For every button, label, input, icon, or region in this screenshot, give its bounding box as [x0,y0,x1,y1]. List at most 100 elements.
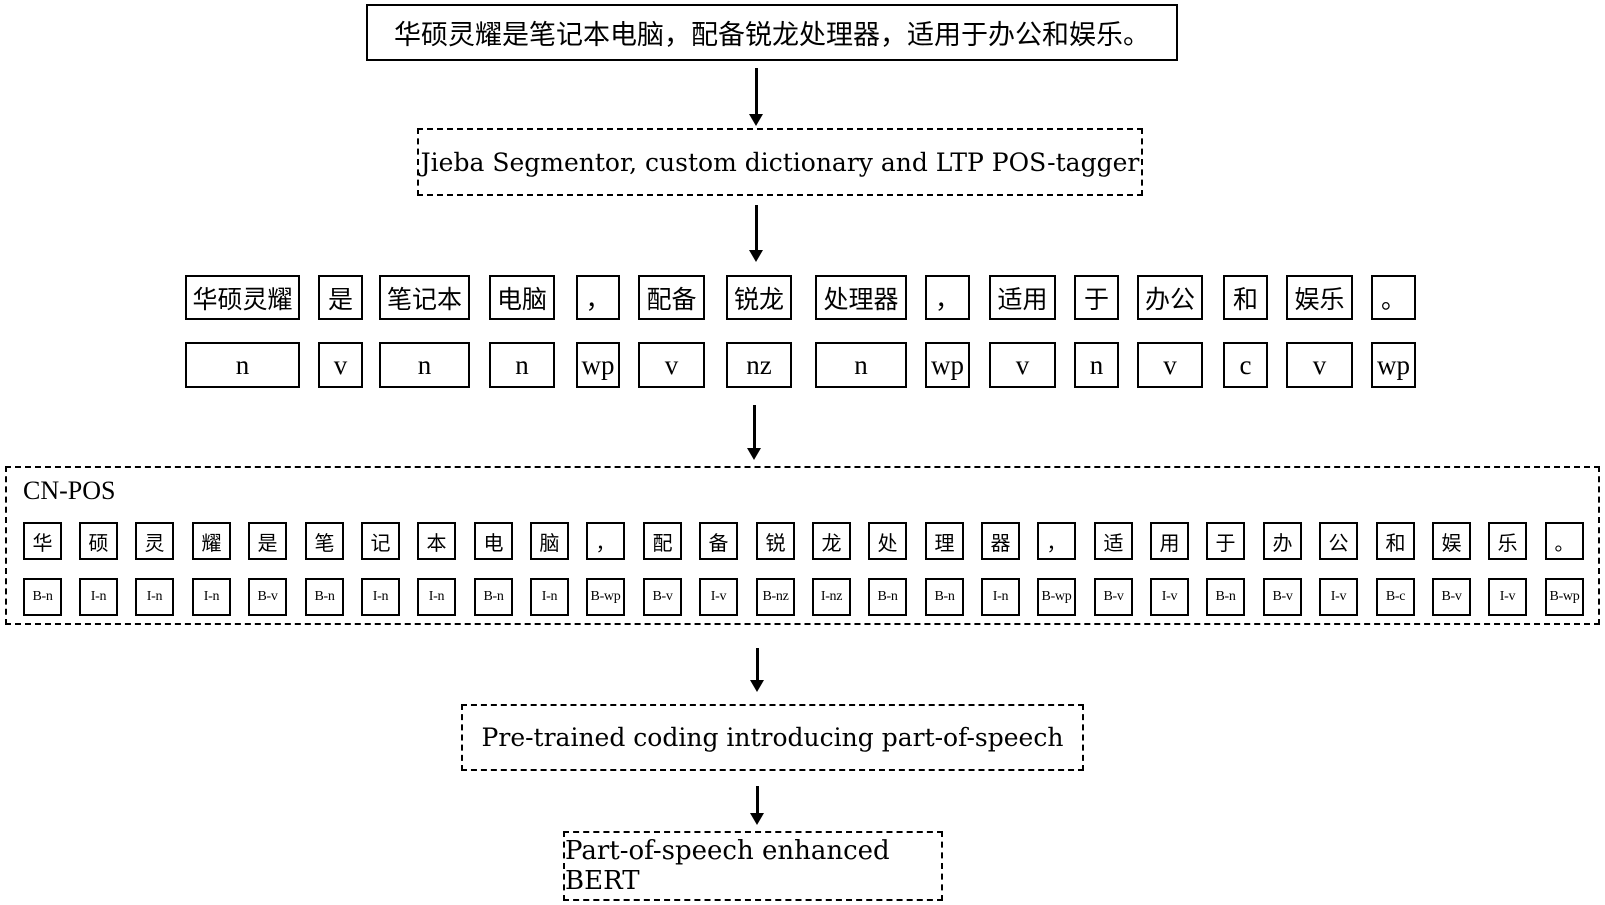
cnpos-title: CN-POS [23,476,116,505]
word-text: 配备 [646,284,697,314]
char-text: 适 [1103,530,1124,555]
bio-tag-text: B-v [652,589,673,604]
char-text: 乐 [1497,530,1518,555]
pos-tag-text: wp [931,349,964,380]
bio-tag-text: B-n [1215,589,1236,604]
word-text: 。 [1380,284,1406,314]
bio-tag-box: B-v [643,578,682,616]
pos-tag-text: v [1015,349,1030,380]
bio-tag-text: B-wp [590,589,621,604]
char-box: 笔 [305,522,344,560]
char-text: 脑 [539,530,560,555]
arrow-3 [753,405,756,450]
bio-tag-box: I-n [192,578,231,616]
bio-tag-text: B-v [257,589,278,604]
bio-tag-text: B-n [877,589,898,604]
char-box: 适 [1094,522,1133,560]
pos-tag-text: v [1163,349,1177,380]
bio-tag-box: I-n [361,578,400,616]
pos-tag-row: n v n n wp v nz n wp v n v c v wp [0,342,1605,389]
char-box: ， [1037,522,1076,560]
input-sentence: 华硕灵耀是笔记本电脑，配备锐龙处理器，适用于办公和娱乐。 [394,20,1150,51]
char-text: 笔 [314,530,335,555]
word-box: 是 [318,275,363,320]
bio-tag-box: I-v [699,578,738,616]
bio-tag-box: B-v [248,578,287,616]
char-text: 灵 [144,530,165,555]
word-box: ， [576,275,620,320]
pos-tag-text: v [1312,349,1327,380]
pos-tag-box: n [815,342,907,388]
bio-tag-text: B-v [1441,589,1462,604]
char-text: 用 [1159,530,1180,555]
pos-tag-text: n [235,349,250,380]
bio-tag-box: B-n [23,578,62,616]
char-box: 备 [699,522,738,560]
bio-tag-box: B-v [1263,578,1302,616]
char-text: 办 [1272,530,1293,555]
char-box: 电 [474,522,513,560]
char-box: 用 [1150,522,1189,560]
word-text: 和 [1232,284,1258,314]
bio-tag-text: I-v [1161,589,1178,604]
bio-tag-box: I-n [530,578,569,616]
bio-tag-text: B-n [934,589,955,604]
pos-tag-text: c [1239,349,1252,380]
pos-tag-box: v [1137,342,1203,388]
char-box: 和 [1376,522,1415,560]
pos-tag-box: n [379,342,470,388]
bio-tag-box: B-n [305,578,344,616]
char-box: 灵 [135,522,174,560]
bio-tag-text: I-v [710,589,727,604]
char-box: 理 [925,522,964,560]
bio-tag-text: B-c [1385,589,1406,604]
segmentor-label: Jieba Segmentor, custom dictionary and L… [420,147,1140,177]
pos-tag-box: wp [925,342,970,388]
char-box: 耀 [192,522,231,560]
word-text: ， [934,284,960,314]
char-text: 理 [934,530,955,555]
arrow-2 [755,205,758,253]
bio-tag-box: B-v [1432,578,1471,616]
bio-tag-text: I-n [428,589,445,604]
char-box: 器 [981,522,1020,560]
cnpos-char-row: 华 硕 灵 耀 是 笔 记 本 电 脑 ， 配 备 锐 龙 处 理 器 ， 适 … [0,522,1605,562]
pos-tag-box: n [185,342,300,388]
bio-tag-box: I-n [79,578,118,616]
arrow-3-head [747,448,761,460]
bio-tag-text: I-n [203,589,220,604]
char-text: 娱 [1441,530,1462,555]
pos-tag-box: v [989,342,1056,388]
word-box: 电脑 [489,275,555,320]
word-text: 笔记本 [386,284,462,314]
pos-tag-box: wp [1371,342,1416,388]
char-box: 处 [868,522,907,560]
bio-tag-text: I-n [372,589,389,604]
pos-tag-text: wp [1377,349,1410,380]
bio-tag-text: I-n [992,589,1009,604]
pos-tag-text: n [515,349,529,380]
bio-tag-box: B-n [474,578,513,616]
char-text: 配 [652,530,673,555]
bio-tag-box: B-n [1206,578,1245,616]
bio-tag-text: B-n [314,589,335,604]
char-box: 脑 [530,522,569,560]
char-text: 处 [877,530,898,555]
bio-tag-text: I-v [1330,589,1347,604]
word-box: 娱乐 [1286,275,1353,320]
char-text: 于 [1215,530,1236,555]
word-box: 。 [1371,275,1416,320]
bio-tag-text: B-nz [762,589,789,604]
bio-tag-box: B-n [868,578,907,616]
pos-tag-text: n [417,349,432,380]
bio-tag-box: B-n [925,578,964,616]
pos-tag-text: v [664,349,679,380]
char-box: 是 [248,522,287,560]
bio-tag-text: I-v [1499,589,1516,604]
char-box: 硕 [79,522,118,560]
arrow-5-head [750,813,764,825]
word-box: 笔记本 [379,275,470,320]
bio-tag-box: B-wp [1545,578,1584,616]
word-text: 是 [327,284,353,314]
pretrained-box: Pre-trained coding introducing part-of-s… [461,704,1084,771]
